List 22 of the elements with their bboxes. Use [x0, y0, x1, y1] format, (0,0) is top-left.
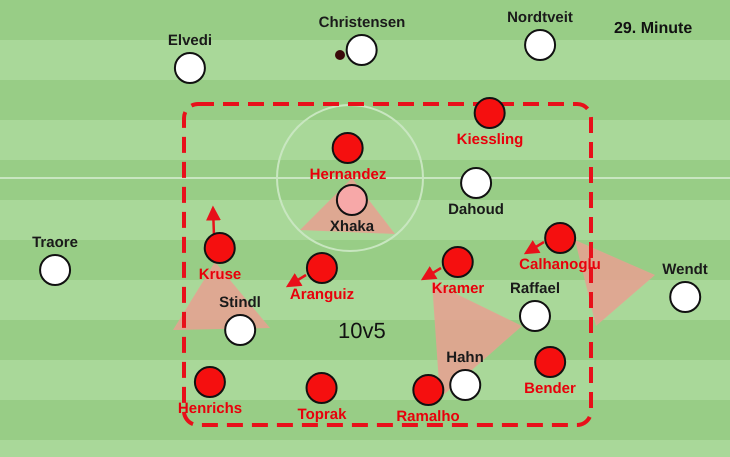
player-name: Nordtveit — [507, 9, 573, 27]
player-name: Christensen — [318, 14, 406, 32]
player-name: Stindl — [219, 294, 261, 312]
player-name: Bender — [524, 380, 576, 398]
player-name: Kramer — [432, 280, 484, 298]
player-name: Kruse — [198, 266, 242, 284]
player-name: Hahn — [446, 349, 484, 367]
player-name: Xhaka — [330, 218, 374, 236]
player-name: Dahoud — [448, 201, 504, 219]
player-name: Kiessling — [456, 131, 524, 149]
player-count-label: 10v5 — [338, 318, 386, 344]
player-name: Calhanoglu — [519, 256, 601, 274]
player-name: Elvedi — [168, 32, 212, 50]
player-name: Raffael — [510, 280, 560, 298]
player-name: Aranguiz — [290, 286, 354, 304]
time-label: 29. Minute — [614, 20, 692, 38]
player-name: Traore — [32, 234, 78, 252]
player-name: Henrichs — [178, 400, 242, 418]
player-name: Toprak — [298, 406, 346, 424]
player-name: Ramalho — [396, 408, 460, 426]
player-name: Hernandez — [310, 166, 386, 184]
player-name: Wendt — [662, 261, 708, 279]
